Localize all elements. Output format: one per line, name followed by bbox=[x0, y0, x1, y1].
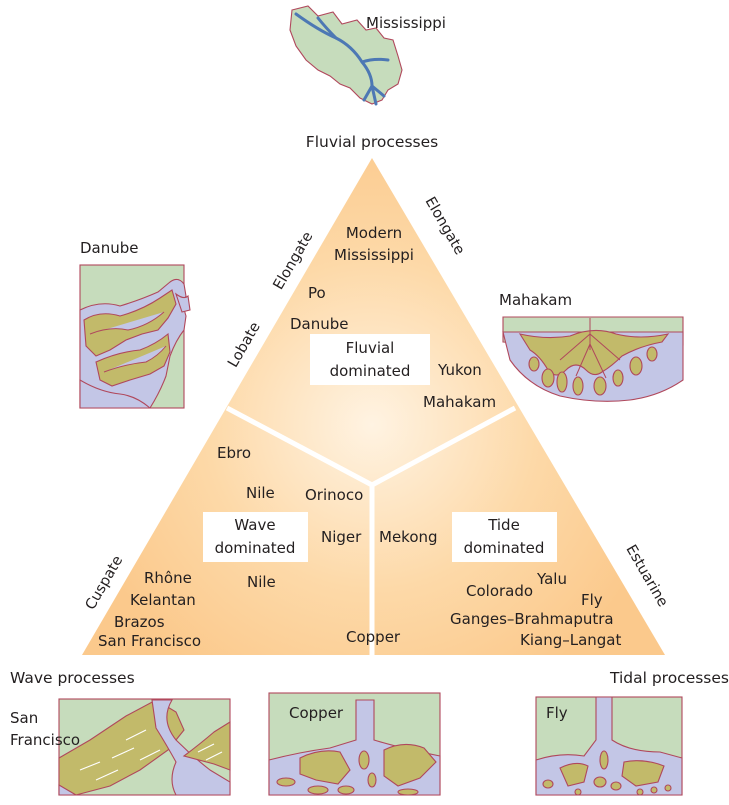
delta-nile-upper: Nile bbox=[246, 484, 275, 502]
map-label-mississippi: Mississippi bbox=[366, 14, 446, 32]
corner-label-wave: Wave processes bbox=[10, 669, 135, 687]
corner-label-fluvial: Fluvial processes bbox=[306, 133, 438, 151]
box-fluvial-line1: Fluvial bbox=[346, 339, 395, 357]
map-label-san-francisco-line2: Francisco bbox=[10, 731, 80, 749]
box-fluvial-dominated: Fluvial dominated bbox=[310, 334, 430, 385]
delta-san-francisco: San Francisco bbox=[98, 632, 201, 650]
box-tide-line1: Tide bbox=[487, 516, 520, 534]
corner-label-tidal: Tidal processes bbox=[609, 669, 729, 687]
map-label-fly: Fly bbox=[546, 704, 568, 722]
map-label-copper: Copper bbox=[289, 704, 344, 722]
delta-rhone: Rhône bbox=[144, 569, 192, 587]
map-mahakam bbox=[503, 317, 683, 401]
delta-ganges-brahmaputra: Ganges–Brahmaputra bbox=[450, 610, 614, 628]
map-label-mahakam: Mahakam bbox=[499, 291, 572, 309]
delta-orinoco: Orinoco bbox=[305, 486, 363, 504]
box-wave-dominated: Wave dominated bbox=[203, 512, 308, 562]
delta-mekong: Mekong bbox=[379, 528, 438, 546]
delta-kiang-langat: Kiang–Langat bbox=[520, 631, 621, 649]
edge-label-elongate-right: Elongate bbox=[422, 194, 468, 257]
box-fluvial-line2: dominated bbox=[330, 362, 411, 380]
delta-ebro: Ebro bbox=[217, 444, 251, 462]
map-label-danube: Danube bbox=[80, 239, 139, 257]
delta-modern-mississippi-line2: Mississippi bbox=[334, 246, 414, 264]
delta-niger: Niger bbox=[321, 528, 362, 546]
box-wave-line1: Wave bbox=[234, 516, 275, 534]
delta-po: Po bbox=[308, 284, 326, 302]
box-wave-line2: dominated bbox=[215, 539, 296, 557]
delta-yalu: Yalu bbox=[536, 570, 567, 588]
delta-copper: Copper bbox=[346, 628, 401, 646]
map-danube bbox=[80, 265, 190, 408]
delta-colorado: Colorado bbox=[466, 582, 533, 600]
delta-kelantan: Kelantan bbox=[130, 591, 196, 609]
delta-modern-mississippi-line1: Modern bbox=[346, 224, 402, 242]
delta-fly: Fly bbox=[581, 591, 603, 609]
box-tide-dominated: Tide dominated bbox=[452, 512, 557, 562]
box-tide-line2: dominated bbox=[464, 539, 545, 557]
delta-nile-lower: Nile bbox=[247, 573, 276, 591]
delta-yukon: Yukon bbox=[437, 361, 482, 379]
delta-mahakam: Mahakam bbox=[423, 393, 496, 411]
delta-danube: Danube bbox=[290, 315, 349, 333]
delta-brazos: Brazos bbox=[114, 613, 165, 631]
map-label-san-francisco-line1: San bbox=[10, 709, 38, 727]
map-san-francisco bbox=[59, 699, 230, 795]
